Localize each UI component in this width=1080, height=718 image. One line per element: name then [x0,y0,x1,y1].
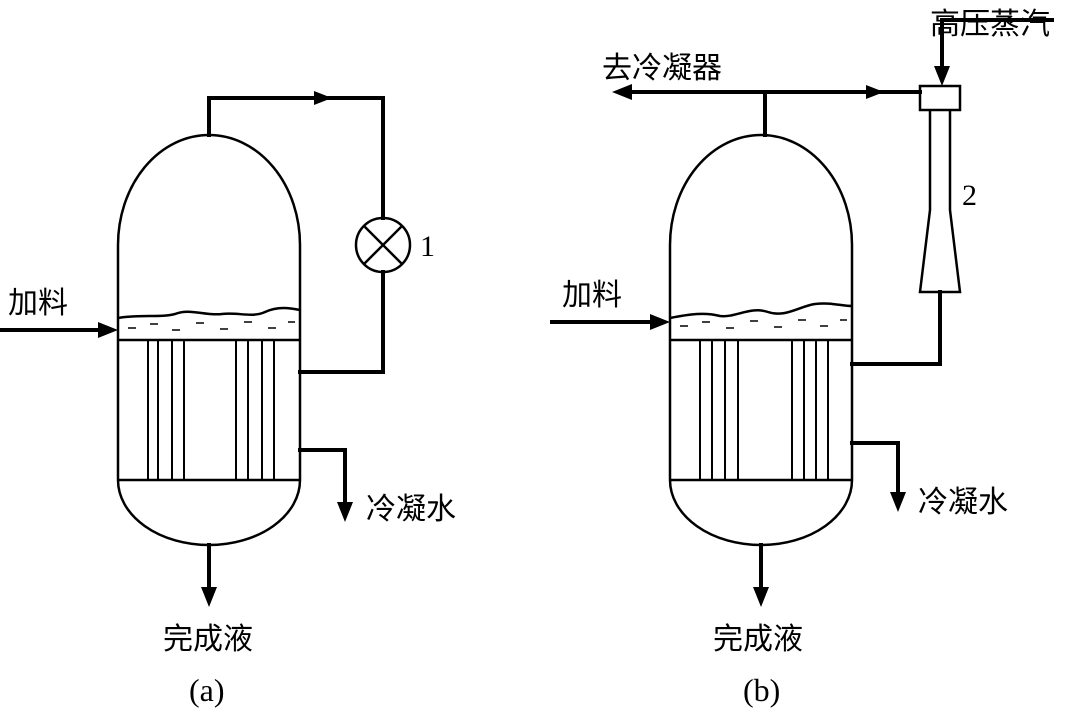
feed-label-a: 加料 [8,286,68,321]
condensate-label-a: 冷凝水 [366,492,456,527]
condensate-arrow-a [337,502,353,522]
caption-b: (b) [743,672,780,708]
steam-pipe [940,18,1054,70]
evaporator-vessel-a [116,133,302,547]
product-arrow-a [201,587,217,607]
liquid-surface-a [117,306,301,320]
condensate-pipe-a [298,448,347,507]
evaporator-vessel-b [668,133,854,547]
panel-b: 去冷凝器 高压蒸汽 2 加料 冷凝水 完成液 (b) [550,7,1054,708]
caption-a: (a) [189,672,225,708]
feed-arrow-b [650,314,670,330]
compressor-icon [354,216,412,274]
condensate-pipe-b [850,441,900,497]
steam-label: 高压蒸汽 [930,7,1050,42]
condensate-label-b: 冷凝水 [918,485,1008,520]
steam-ejector-icon [918,84,962,294]
compressor-number: 1 [420,230,435,263]
liquid-surface-b [669,302,853,320]
compressor-return-pipe-a [298,270,385,374]
feed-arrow-a [98,322,118,338]
ejector-number: 2 [962,179,977,212]
heating-tubes-b [699,340,829,480]
product-label-a: 完成液 [163,622,253,657]
liquid-dashes-a [128,321,295,331]
ejector-suction-arrow [866,85,884,99]
to-condenser-arrow [612,84,632,100]
flow-arrow-top-a [314,91,332,105]
feed-label-b: 加料 [562,278,622,313]
product-label-b: 完成液 [713,622,803,657]
steam-arrow [934,66,950,86]
condensate-arrow-b [890,492,906,512]
product-arrow-b [753,587,769,607]
heating-tubes-a [147,340,275,480]
to-condenser-label: 去冷凝器 [602,51,722,86]
panel-a: 1 加料 冷凝水 完成液 (a) [0,91,456,708]
vapor-loop-pipe-a [207,96,385,220]
ejector-discharge-pipe [850,290,942,366]
liquid-dashes-b [680,319,847,329]
